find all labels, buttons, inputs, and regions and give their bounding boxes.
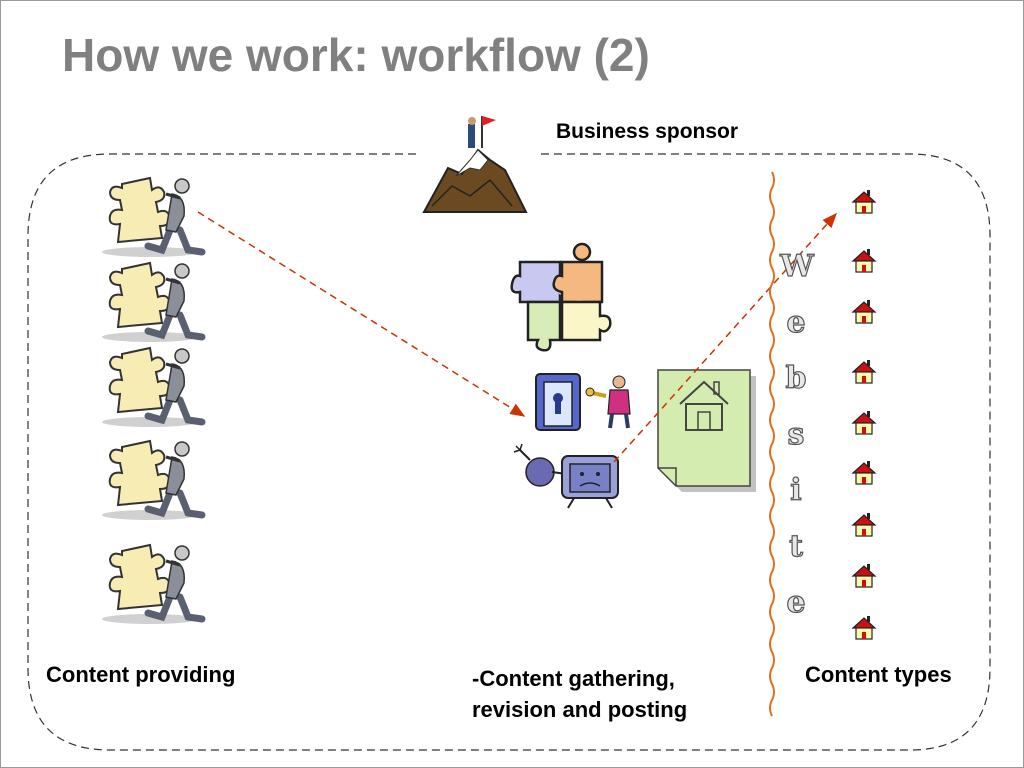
flow-arrow	[613, 212, 838, 463]
small-house-icon	[852, 299, 876, 324]
flow-arrow	[197, 211, 526, 417]
puzzle-pieces-icon	[510, 242, 612, 352]
small-house-icon	[852, 460, 876, 485]
content-provider-icon	[102, 441, 202, 520]
website-divider	[769, 171, 775, 717]
content-provider-icon	[102, 178, 202, 257]
house-document-icon	[657, 369, 756, 492]
content-provider-icon	[102, 545, 202, 624]
content-provider-icon	[102, 348, 202, 427]
mountain-summit-flag-icon	[422, 116, 528, 213]
content-gathering-label: -Content gathering,	[472, 666, 675, 691]
small-house-icon	[852, 563, 876, 588]
website-letter: e	[786, 305, 805, 340]
locked-door-with-key-person-icon	[535, 373, 631, 431]
business-sponsor-label: Business sponsor	[556, 120, 739, 143]
content-gathering-label-line2: revision and posting	[472, 697, 688, 722]
website-letter: b	[786, 361, 807, 396]
website-letter: i	[790, 473, 801, 508]
content-providing-label: Content providing	[46, 662, 236, 687]
workflow-boundary	[27, 153, 991, 751]
website-letter: t	[789, 529, 803, 564]
small-house-icon	[852, 359, 876, 384]
slide-title: How we work: workflow (2)	[62, 29, 650, 81]
small-house-icon	[852, 512, 876, 537]
website-letter: s	[788, 417, 805, 452]
content-types-label: Content types	[805, 662, 952, 687]
small-house-icon	[852, 189, 876, 214]
sad-computer-bomb-icon	[513, 443, 619, 509]
small-house-icon	[852, 410, 876, 435]
website-letter: e	[786, 585, 805, 620]
small-house-icon	[852, 248, 876, 273]
small-house-icon	[852, 615, 876, 640]
website-letter: W	[779, 249, 815, 284]
content-provider-icon	[102, 263, 202, 342]
